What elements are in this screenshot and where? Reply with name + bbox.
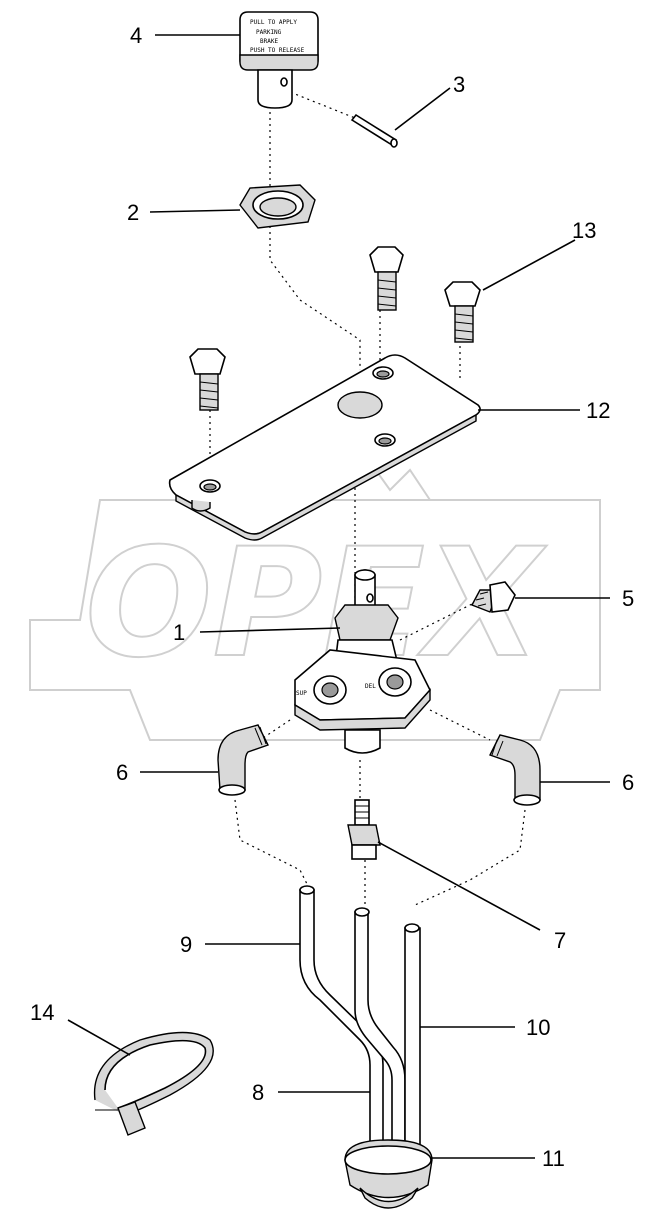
bolt-top-center [369,246,404,311]
knob-label-apply: PULL TO APPLY [250,19,297,26]
callout-13: 13 [572,218,596,243]
callout-2: 2 [127,200,139,225]
air-tubes [299,885,421,1161]
bolt-top-right [444,281,481,343]
roll-pin [350,113,398,148]
knob-label-parking: PARKING [256,29,282,36]
port-label-delivery: DEL [365,683,376,690]
callout-8: 8 [252,1080,264,1105]
knob-label-brake: BRAKE [260,38,278,45]
leader-lines [67,34,610,1159]
elbow-fitting-left [217,724,269,796]
push-pull-valve: SUP DEL [294,569,431,754]
callout-3: 3 [453,72,465,97]
callout-5: 5 [622,586,634,611]
port-label-supply: SUP [296,690,307,697]
mounting-plate [168,354,481,541]
callout-7: 7 [554,928,566,953]
cable-tie [93,1031,214,1136]
callout-6-left: 6 [116,760,128,785]
callout-9: 9 [180,932,192,957]
grommet [344,1139,433,1209]
callout-14: 14 [30,1000,54,1025]
callout-6-right: 6 [622,770,634,795]
callout-numbers: 4 3 2 13 12 1 5 6 6 7 9 10 8 11 14 [30,23,634,1171]
callout-11: 11 [542,1146,565,1171]
knob-label-release: PUSH TO RELEASE [250,47,305,54]
callout-10: 10 [526,1015,550,1040]
fitting-right [471,581,516,613]
parking-brake-knob: PULL TO APPLY PARKING BRAKE PUSH TO RELE… [239,11,319,109]
callout-12: 12 [586,398,610,423]
bolt-left [189,348,226,411]
elbow-fitting-right [489,734,541,806]
straight-fitting [347,799,381,860]
hex-nut [239,184,316,229]
callout-1: 1 [173,620,185,645]
callout-4: 4 [130,23,142,48]
